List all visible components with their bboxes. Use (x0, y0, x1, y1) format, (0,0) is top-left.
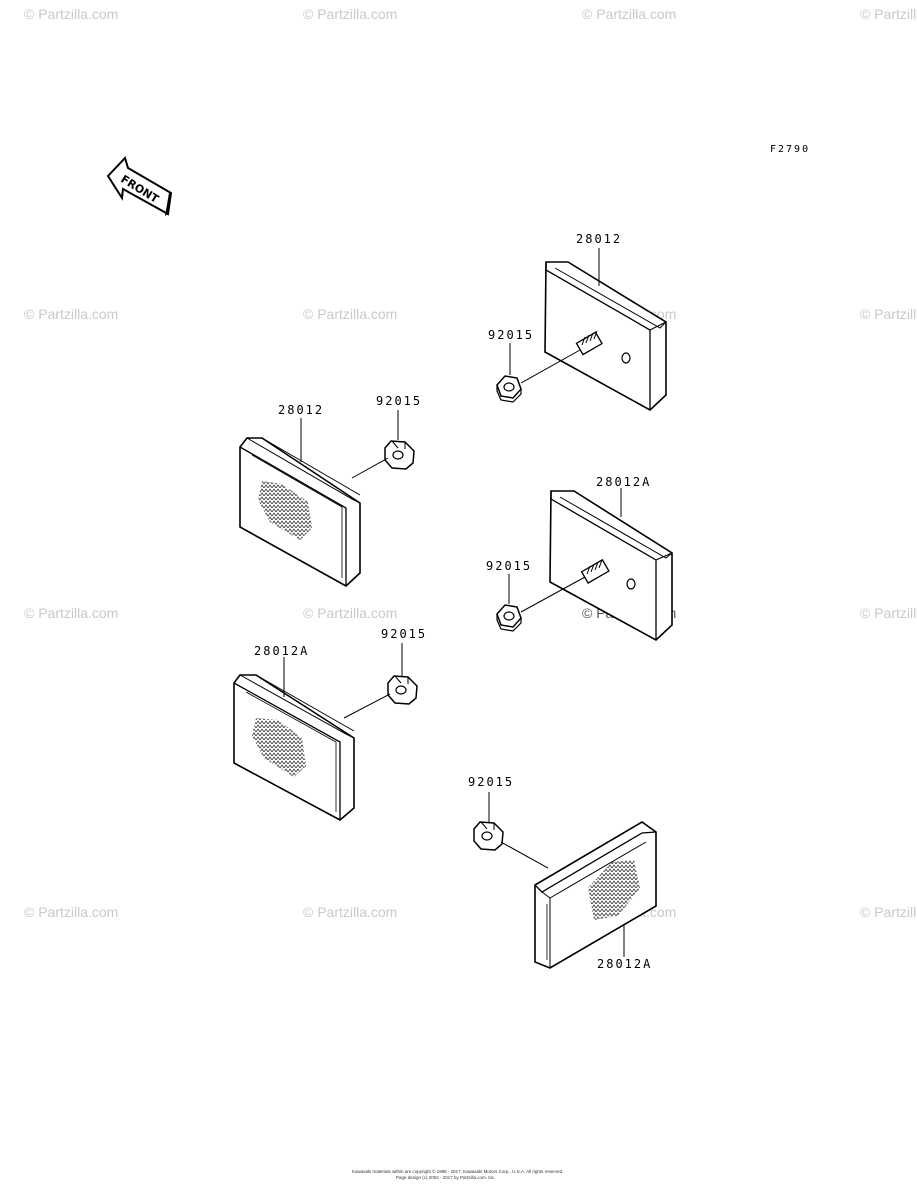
reflector-lower-left[interactable] (233, 674, 355, 821)
watermark: © Partzilla.com (24, 605, 118, 621)
watermark: © Partzilla.com (303, 6, 397, 22)
reflector-upper-left[interactable] (239, 437, 361, 587)
diagram-code: F2790 (770, 144, 810, 155)
watermark: © Partzilla.com (303, 306, 397, 322)
nut-upper-right[interactable] (496, 375, 522, 403)
nut-lower-left[interactable] (387, 675, 418, 705)
part-label-92015: 92015 (468, 775, 514, 789)
watermark: © Partzilla.com (303, 605, 397, 621)
stud-icon (575, 330, 631, 364)
reflector-upper-right[interactable] (544, 261, 667, 411)
copyright-line: Page design (c) 2002 - 2017 by Partzilla… (396, 1175, 496, 1180)
part-label-92015: 92015 (381, 627, 427, 641)
reflector-middle-right[interactable] (549, 490, 673, 641)
part-label-92015: 92015 (488, 328, 534, 342)
watermark: © Partzilla.com (860, 605, 917, 621)
nut-bottom-right[interactable] (473, 821, 504, 851)
watermark: © Partzilla.com (24, 904, 118, 920)
watermark: © Partzilla.com (582, 6, 676, 22)
part-label-92015: 92015 (376, 394, 422, 408)
part-label-28012A: 28012A (596, 475, 651, 489)
nut-middle-right[interactable] (496, 604, 522, 632)
copyright-line: Kawasaki materials within are copyright … (352, 1168, 563, 1174)
part-label-28012: 28012 (278, 403, 324, 417)
watermark: © Partzilla.com (860, 306, 917, 322)
part-label-92015: 92015 (486, 559, 532, 573)
stud-icon (580, 558, 636, 590)
part-label-28012A: 28012A (254, 644, 309, 658)
reflector-bottom-right[interactable] (534, 821, 657, 969)
watermark: © Partzilla.com (24, 6, 118, 22)
watermark: © Partzilla.com (24, 306, 118, 322)
front-arrow-icon: FRONT (106, 156, 173, 216)
watermark: © Partzilla.com (860, 904, 917, 920)
nut-upper-left[interactable] (384, 440, 415, 470)
watermark: © Partzilla.com (860, 6, 917, 22)
part-label-28012: 28012 (576, 232, 622, 246)
watermark: © Partzilla.com (303, 904, 397, 920)
part-label-28012A: 28012A (597, 957, 652, 971)
